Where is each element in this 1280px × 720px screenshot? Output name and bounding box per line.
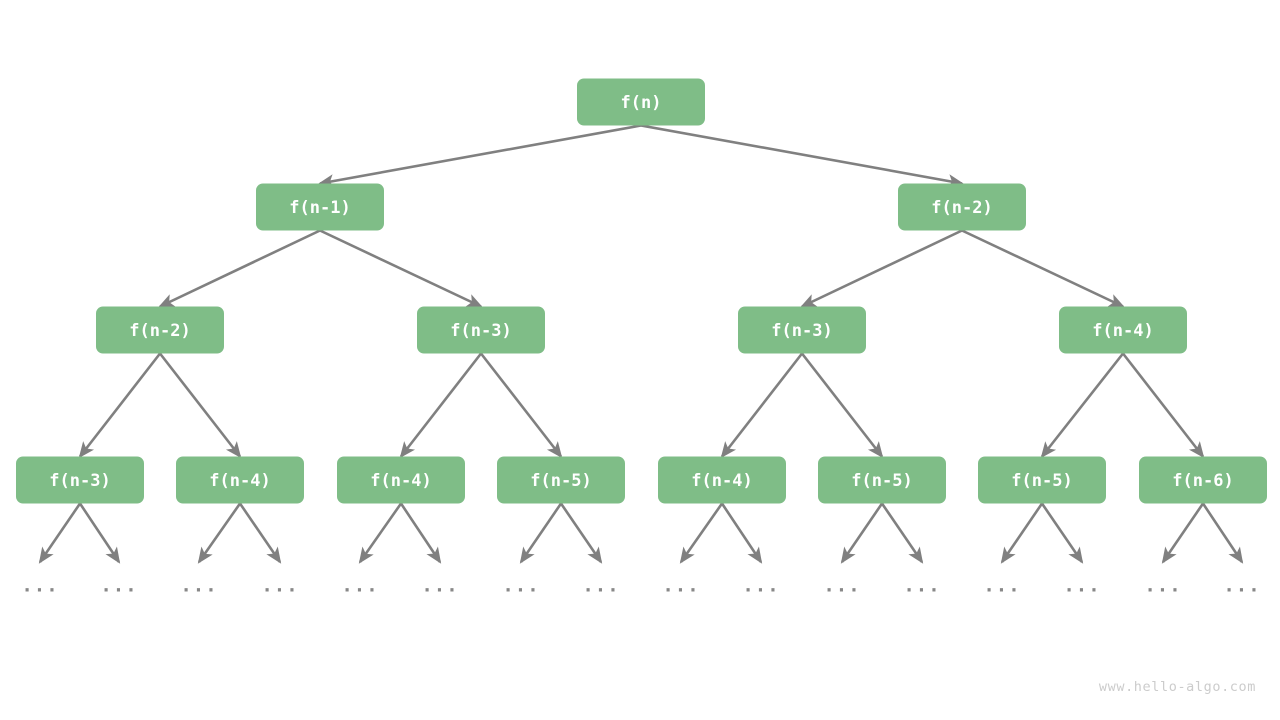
edges-layer [78,124,1205,459]
ellipsis-label: ... [100,575,137,597]
tree-node: f(n-3) [16,456,144,504]
ellipsis-label: ... [1144,575,1181,597]
subtree-arrow [720,502,763,564]
tree-edge [800,229,963,308]
node-box [978,456,1106,504]
ellipsis-label: ... [582,575,619,597]
tree-node: f(n-5) [497,456,625,504]
ellipsis-label: ... [502,575,539,597]
node-box [658,456,786,504]
ellipsis-label: ... [1223,575,1260,597]
tree-node: f(n-4) [337,456,465,504]
subtree-arrow [399,502,442,564]
tree-node: f(n-2) [898,183,1026,231]
tree-edge [800,352,884,459]
tree-edge [317,124,642,188]
node-box [256,183,384,231]
node-label: f(n-4) [1092,321,1153,341]
ellipsis-layer: ........................................… [21,575,1260,597]
node-box [417,306,545,354]
tree-edge [158,229,321,308]
node-box [577,78,705,126]
tree-edge [1121,352,1205,459]
subtree-arrow [840,502,884,564]
tree-node: f(n-3) [417,306,545,354]
subtree-arrow [1201,502,1244,564]
tree-edge [720,352,804,459]
ellipsis-label: ... [1063,575,1100,597]
node-label: f(n-1) [289,198,350,218]
subtree-arrow [358,502,403,564]
subtree-arrow [679,502,724,564]
node-box [818,456,946,504]
watermark: www.hello-algo.com [1099,679,1256,695]
node-box [738,306,866,354]
tree-edge [319,229,483,308]
node-label: f(n-5) [851,471,912,491]
node-label: f(n-2) [931,198,992,218]
tree-node: f(n-4) [658,456,786,504]
tree-node: f(n-5) [978,456,1106,504]
subtree-arrow [38,502,82,564]
node-box [1139,456,1267,504]
subtree-arrow [1040,502,1084,564]
tree-edge [78,352,162,459]
node-label: f(n-5) [530,471,591,491]
subtree-arrow [1000,502,1044,564]
tree-edge [158,352,242,459]
ellipsis-label: ... [261,575,298,597]
ellipsis-label: ... [21,575,58,597]
tree-edge [1040,352,1125,459]
node-label: f(n-4) [209,471,270,491]
node-label: f(n-3) [771,321,832,341]
node-label: f(n) [621,93,662,113]
tree-edge [399,352,483,459]
node-box [96,306,224,354]
tree-node: f(n-3) [738,306,866,354]
ellipsis-label: ... [662,575,699,597]
subtree-arrows-layer [38,502,1244,564]
node-box [16,456,144,504]
subtree-arrow [559,502,603,564]
node-label: f(n-3) [49,471,110,491]
tree-node: f(n-4) [176,456,304,504]
tree-edge [640,124,965,188]
subtree-arrow [1161,502,1205,564]
subtree-arrow [880,502,924,564]
node-label: f(n-2) [129,321,190,341]
node-box [1059,306,1187,354]
node-label: f(n-5) [1011,471,1072,491]
ellipsis-label: ... [823,575,860,597]
nodes-layer: f(n) f(n-1) f(n-2) f(n-2) f(n-3) f(n-3) f(n-4)… [16,78,1267,504]
tree-edge [961,229,1125,308]
node-box [497,456,625,504]
tree-node: f(n-1) [256,183,384,231]
tree-node: f(n-2) [96,306,224,354]
ellipsis-label: ... [742,575,779,597]
node-label: f(n-4) [691,471,752,491]
ellipsis-label: ... [421,575,458,597]
ellipsis-label: ... [903,575,940,597]
subtree-arrow [78,502,121,564]
tree-node: f(n-5) [818,456,946,504]
node-label: f(n-4) [370,471,431,491]
tree-node: f(n) [577,78,705,126]
node-box [337,456,465,504]
ellipsis-label: ... [180,575,217,597]
node-box [176,456,304,504]
subtree-arrow [519,502,563,564]
subtree-arrow [238,502,282,564]
tree-node: f(n-4) [1059,306,1187,354]
node-box [898,183,1026,231]
tree-node: f(n-6) [1139,456,1267,504]
tree-edge [479,352,563,459]
ellipsis-label: ... [983,575,1020,597]
subtree-arrow [197,502,242,564]
node-label: f(n-6) [1172,471,1233,491]
ellipsis-label: ... [341,575,378,597]
node-label: f(n-3) [450,321,511,341]
